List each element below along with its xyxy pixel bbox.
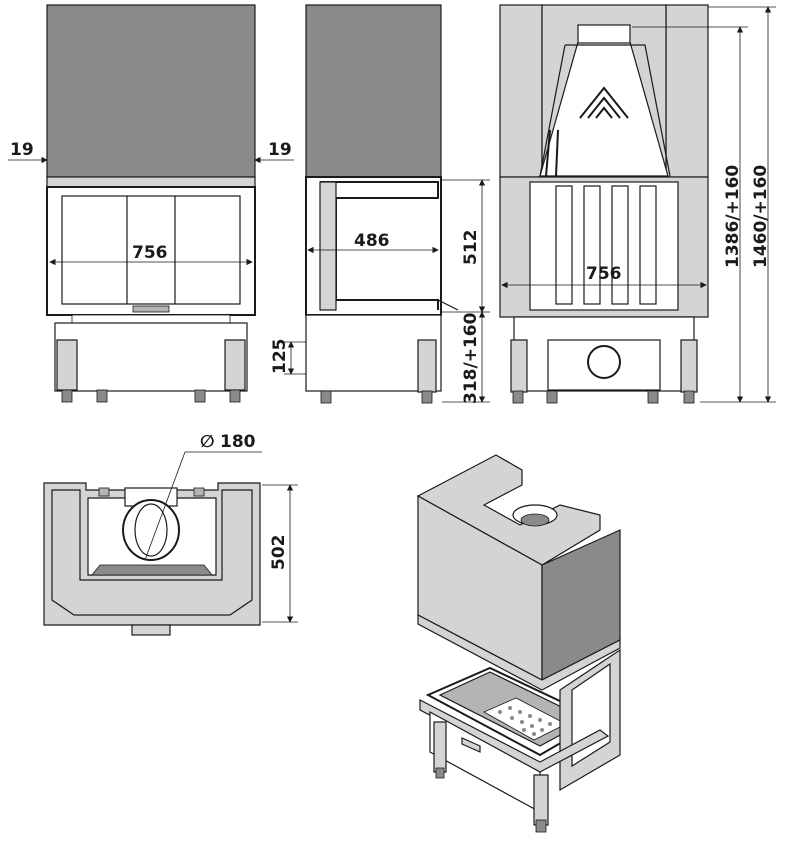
flue-diameter-label: 180: [220, 432, 256, 452]
leg-height-small-label: 125: [270, 339, 290, 375]
front-view: [8, 4, 294, 403]
front-ash-drawer: [71, 314, 231, 324]
front-width-label: 756: [132, 243, 168, 263]
front-top-trim: [46, 176, 256, 188]
back-air-inlet: [587, 345, 621, 379]
back-width-label: 756: [586, 264, 622, 284]
back-leg-left: [510, 339, 528, 393]
side-view: [284, 4, 490, 404]
back-view: [499, 4, 776, 404]
side-door-height-label: 512: [461, 230, 481, 266]
front-base: [54, 322, 248, 392]
front-left-offset-label: 19: [10, 140, 34, 160]
back-height-inner-label: 1386/+160: [723, 165, 743, 268]
front-right-offset-label: 19: [268, 140, 292, 160]
front-leg-left: [56, 339, 78, 391]
back-frame-right: [665, 4, 709, 178]
back-frame-left: [499, 4, 543, 178]
iso-leg-right: [533, 774, 549, 826]
front-hood: [46, 4, 256, 178]
isometric-view: [416, 454, 621, 833]
iso-top: [416, 454, 601, 566]
iso-leg-left: [433, 721, 447, 773]
side-leg: [417, 339, 437, 393]
side-depth-label: 486: [354, 231, 390, 251]
front-leg-right: [224, 339, 246, 391]
back-leg-right: [680, 339, 698, 393]
front-door-handle: [132, 305, 170, 313]
top-view: [43, 451, 298, 636]
back-height-total-label: 1460/+160: [751, 165, 771, 268]
flue-diameter-symbol: ∅: [200, 432, 215, 452]
leg-height-label: 318/+160: [461, 312, 481, 404]
back-heat-shield-icon: [579, 86, 629, 119]
front-glass: [61, 195, 241, 305]
side-hood: [305, 4, 442, 178]
top-handle: [131, 624, 171, 636]
top-depth-label: 502: [269, 535, 289, 571]
